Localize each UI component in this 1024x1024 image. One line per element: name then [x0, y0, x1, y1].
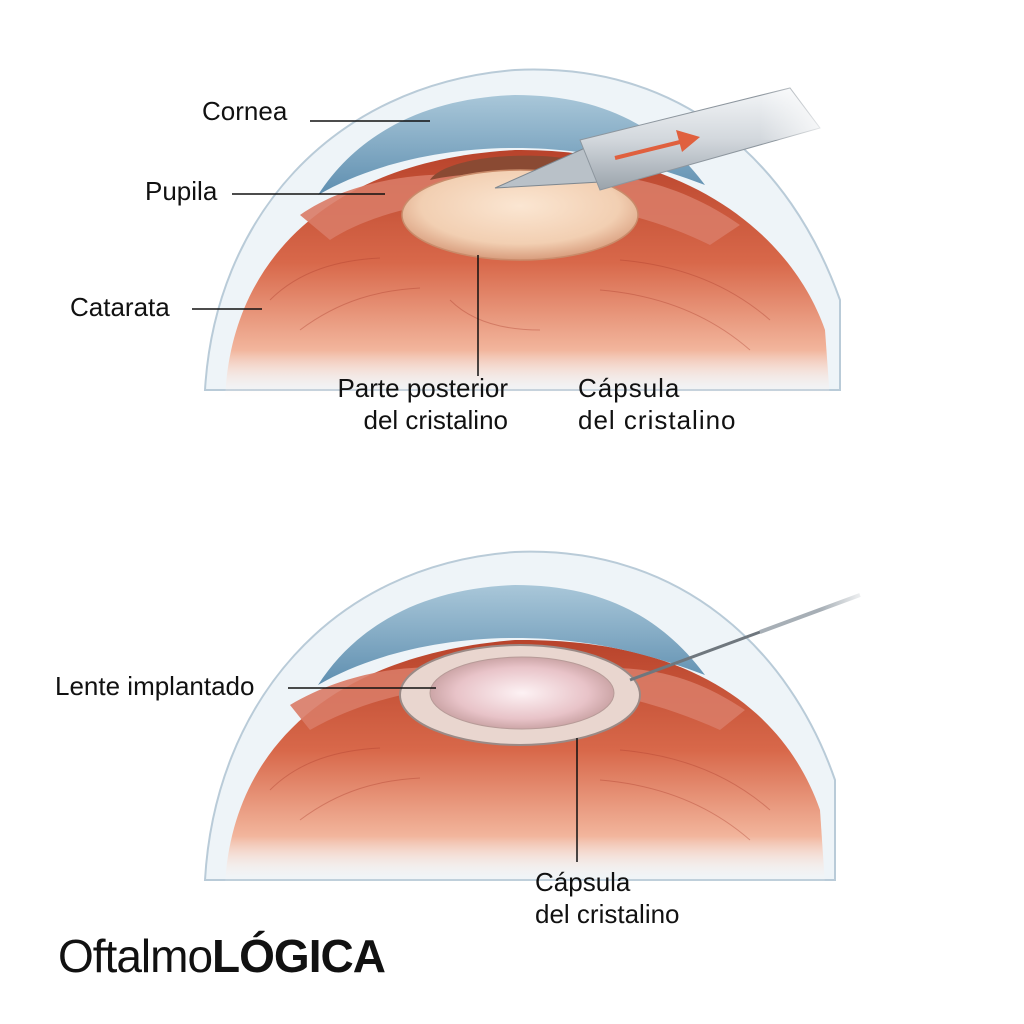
bottom-muscle-striations — [269, 747, 771, 841]
brand-logo-light: Oftalmo — [58, 930, 213, 982]
bottom-implanted-lens — [429, 656, 615, 730]
label-pupila: Pupila — [145, 176, 218, 206]
label-capsula-top-line2: del cristalino — [578, 405, 737, 435]
label-capsula-bottom: Cápsula del cristalino — [535, 866, 680, 930]
label-lente-implantado: Lente implantado — [55, 671, 255, 701]
top-cornea-blue — [318, 95, 705, 195]
top-lens — [401, 169, 639, 261]
brand-logo-bold: LÓGICA — [212, 930, 386, 982]
label-catarata: Catarata — [70, 292, 170, 322]
top-iris-tissue — [300, 174, 740, 245]
top-surgical-probe — [494, 80, 840, 191]
bottom-cornea-blue — [318, 585, 705, 685]
label-capsula-top: Cápsula del cristalino — [578, 372, 737, 436]
label-cornea: Cornea — [202, 96, 288, 126]
bottom-eye-illustration — [203, 550, 870, 885]
top-eye-illustration — [192, 68, 841, 400]
label-parte-posterior: Parte posterior del cristalino — [300, 372, 508, 436]
label-parte-posterior-line2: del cristalino — [363, 405, 508, 435]
top-arrow-icon — [614, 130, 700, 160]
top-muscle-striations — [269, 257, 771, 351]
label-capsula-top-line1: Cápsula — [578, 373, 681, 403]
bottom-surgical-needle — [629, 585, 870, 682]
label-capsula-bottom-line2: del cristalino — [535, 899, 680, 929]
label-capsula-bottom-line1: Cápsula — [535, 867, 631, 897]
bottom-leader-lines — [288, 687, 578, 862]
top-leader-lines — [192, 120, 479, 376]
brand-logo: OftalmoLÓGICA — [58, 928, 386, 984]
label-parte-posterior-line1: Parte posterior — [337, 373, 508, 403]
